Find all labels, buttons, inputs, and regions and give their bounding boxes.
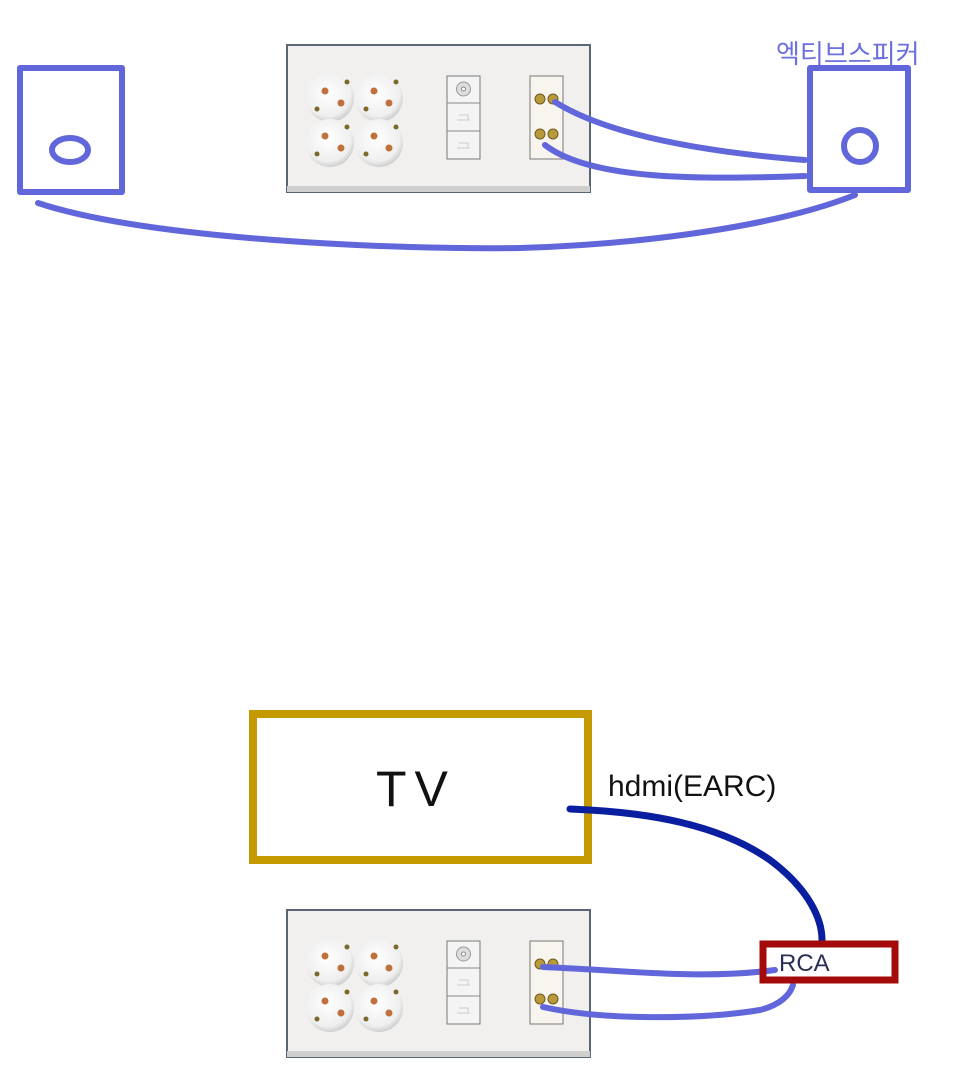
speaker-link-wire <box>35 192 858 252</box>
hdmi-wire <box>566 805 826 944</box>
tv-box <box>249 710 592 864</box>
wall-plate-bottom <box>286 909 591 1058</box>
rca-label: RCA <box>779 950 830 977</box>
hdmi-label: hdmi(EARC) <box>608 770 777 803</box>
rca-box <box>759 940 899 984</box>
top-wire-1 <box>552 99 808 163</box>
right-speaker <box>807 65 911 193</box>
left-speaker-cone <box>49 135 91 165</box>
active-speaker-label: 엑티브스피커 <box>776 40 920 70</box>
top-wire-2 <box>542 142 808 181</box>
bottom-wire-1 <box>540 964 778 978</box>
bottom-wire-2 <box>540 982 796 1021</box>
wall-plate-top <box>286 44 591 193</box>
tv-label: TV <box>376 761 456 817</box>
right-speaker-cone <box>841 127 879 165</box>
left-speaker <box>17 65 125 195</box>
